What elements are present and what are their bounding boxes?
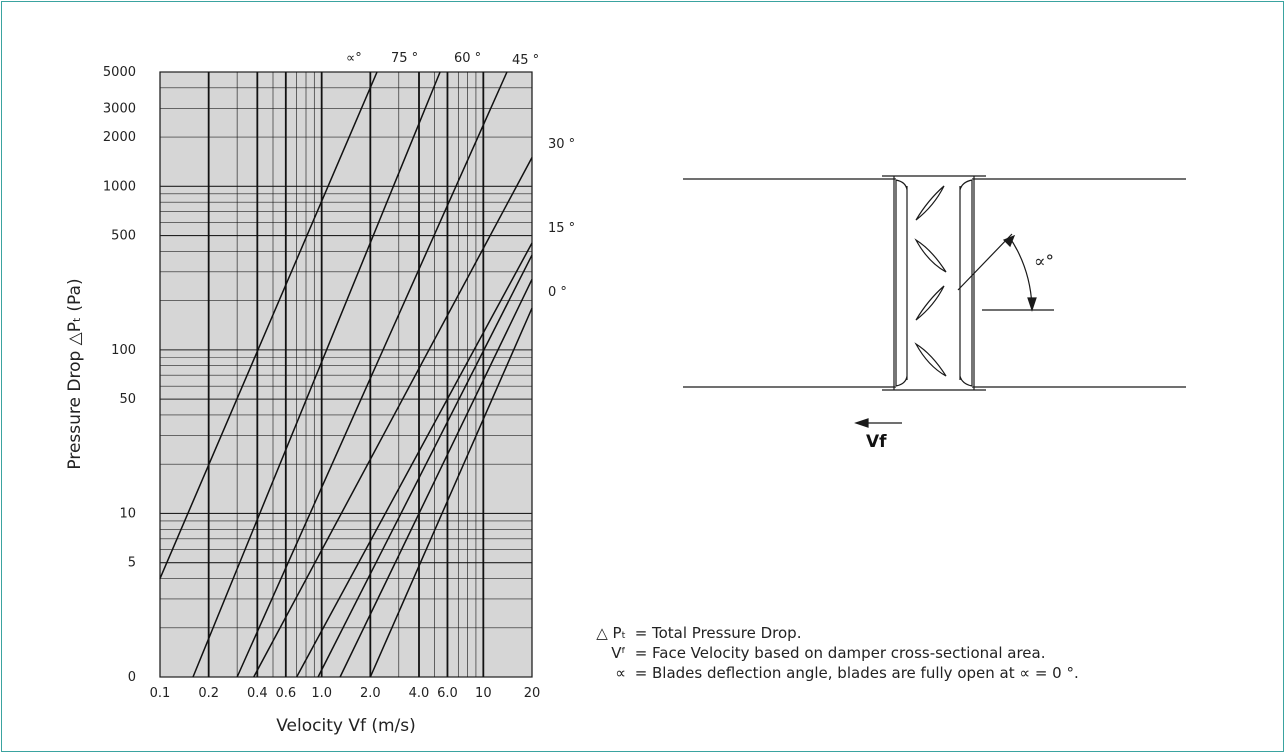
horizontal-grid — [160, 71, 532, 678]
x-tick-label: 10 — [475, 686, 492, 701]
legend-row: ∝ = Blades deflection angle, blades are … — [592, 663, 1079, 683]
damper-diagram — [683, 175, 1186, 428]
series-line — [192, 71, 441, 678]
y-tick-label: 1000 — [103, 179, 136, 194]
series-label: 75 ° — [391, 51, 418, 66]
x-tick-label: 2.0 — [360, 686, 381, 701]
legend-equals: = — [634, 624, 648, 642]
y-tick-label: 5 — [128, 556, 136, 571]
series-label: 60 ° — [454, 51, 481, 66]
angle-arc — [1009, 237, 1033, 307]
x-tick-label: 0.1 — [150, 686, 171, 701]
series-label: 15 ° — [548, 221, 575, 236]
y-tick-labels: 0 5 10 50 100 500 1000 2000 3000 5000 — [103, 65, 136, 685]
frame-right — [959, 179, 973, 387]
series-labels: ∝° 75 ° 60 ° 45 ° 30 ° 15 ° 0 ° — [346, 51, 575, 300]
x-tick-label: 1.0 — [311, 686, 332, 701]
legend-equals: = — [634, 644, 648, 662]
x-tick-labels: 0.1 0.2 0.4 0.6 1.0 2.0 4.0 6.0 10 20 — [150, 686, 541, 701]
legend-text: Face Velocity based on damper cross-sect… — [652, 644, 1046, 662]
series-line — [159, 71, 378, 579]
series-header: ∝° — [346, 51, 362, 66]
y-tick-label: 3000 — [103, 101, 136, 116]
series-line — [317, 254, 533, 678]
series-line — [339, 279, 533, 678]
series-lines — [159, 71, 533, 678]
x-tick-label: 6.0 — [437, 686, 458, 701]
blade-3 — [915, 285, 945, 321]
legend-row: △ Pₜ = Total Pressure Drop. — [592, 623, 1079, 643]
frame-left — [895, 179, 908, 387]
legend-symbol: △ Pₜ — [596, 624, 626, 642]
flow-velocity-label: Vf — [866, 432, 887, 452]
y-tick-label: 0 — [128, 670, 136, 685]
y-axis-title: Pressure Drop △Pₜ (Pa) — [65, 278, 85, 469]
series-line — [295, 242, 533, 678]
legend-symbol: Vᶠ — [611, 644, 626, 662]
y-tick-label: 500 — [111, 229, 136, 244]
legend-text: Total Pressure Drop. — [652, 624, 802, 642]
flow-arrow-head — [854, 418, 869, 428]
angle-blade-line — [957, 233, 1013, 291]
x-tick-label: 20 — [524, 686, 541, 701]
series-label: 45 ° — [512, 53, 539, 68]
legend-text: Blades deflection angle, blades are full… — [652, 664, 1079, 682]
series-label: 30 ° — [548, 137, 575, 152]
x-axis-title: Velocity Vf (m/s) — [276, 716, 416, 736]
x-tick-label: 0.4 — [247, 686, 268, 701]
legend-equals: = — [634, 664, 648, 682]
angle-arrow-head — [1027, 297, 1037, 312]
vertical-grid — [207, 72, 485, 677]
blade-4 — [914, 342, 947, 377]
x-tick-label: 0.6 — [275, 686, 296, 701]
blade-2 — [914, 238, 947, 273]
series-line — [253, 157, 533, 678]
y-tick-label: 5000 — [103, 65, 136, 80]
y-tick-label: 2000 — [103, 130, 136, 145]
angle-label: ∝° — [1034, 252, 1055, 272]
x-tick-label: 0.2 — [198, 686, 219, 701]
x-tick-label: 4.0 — [409, 686, 430, 701]
y-tick-label: 10 — [119, 506, 136, 521]
series-line — [236, 71, 508, 678]
legend-symbol: ∝ — [615, 664, 626, 682]
symbol-legend: △ Pₜ = Total Pressure Drop. Vᶠ = Face Ve… — [592, 623, 1079, 683]
angle-arrow-tail — [1002, 234, 1016, 248]
series-line — [369, 307, 533, 678]
series-label: 0 ° — [548, 285, 567, 300]
y-tick-label: 50 — [119, 392, 136, 407]
legend-row: Vᶠ = Face Velocity based on damper cross… — [592, 643, 1079, 663]
y-tick-label: 100 — [111, 343, 136, 358]
blade-1 — [915, 185, 945, 221]
